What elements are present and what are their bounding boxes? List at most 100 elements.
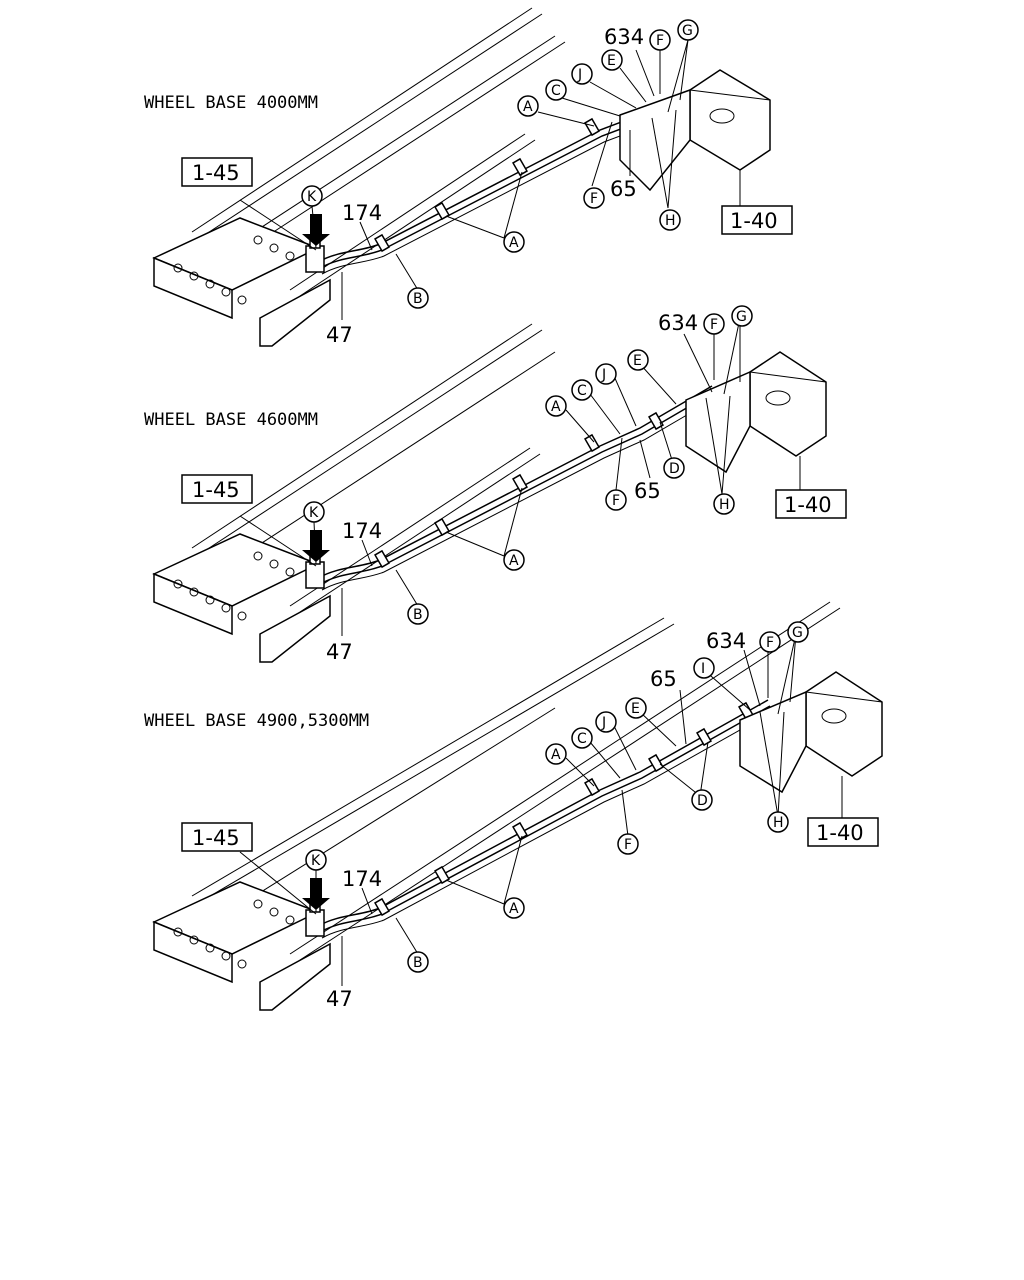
cross-member [152,881,331,1011]
part-634: 634 [706,629,746,653]
fuel-tank [685,351,827,474]
part-65: 65 [610,177,637,201]
svg-text:I: I [701,661,705,677]
svg-text:G: G [792,625,803,641]
callout-h: H [713,493,735,515]
leader-lines [239,39,741,320]
callout-j: J [595,363,617,385]
callout-a: A [545,395,567,417]
ref-box-1-40: 1-40 [730,209,778,233]
clamps [374,411,664,569]
svg-text:C: C [577,383,587,399]
ref-box-1-45: 1-45 [192,161,240,185]
svg-text:H: H [719,497,730,513]
callout-a: A [503,231,525,253]
svg-text:A: A [551,747,561,763]
callout-k: K [301,185,323,207]
callout-k: K [303,501,325,523]
part-174: 174 [342,201,382,225]
fuel-tank [739,671,883,794]
callout-d: D [663,457,685,479]
svg-text:D: D [697,793,708,809]
callout-c: C [545,79,567,101]
callout-a: A [517,95,539,117]
direction-arrow [302,530,330,562]
fuel-lines [317,699,773,939]
svg-text:J: J [601,715,606,731]
clamps [374,117,600,253]
callout-b: B [407,287,429,309]
callout-h: H [659,209,681,231]
callout-j: J [595,711,617,733]
fuel-tank [619,69,771,192]
svg-text:A: A [509,901,519,917]
cross-member [152,217,331,347]
leader-lines [239,633,843,986]
svg-text:F: F [766,635,774,651]
callout-f: F [605,489,627,511]
svg-text:F: F [590,191,598,207]
callout-g: G [731,305,753,327]
svg-text:E: E [633,353,642,369]
callout-b: B [407,951,429,973]
callout-a: A [545,743,567,765]
callout-c: C [571,379,593,401]
svg-text:B: B [413,291,423,307]
callout-a: A [503,897,525,919]
svg-text:A: A [509,235,519,251]
view-heading: WHEEL BASE 4900,5300MM [144,711,369,731]
part-47: 47 [326,323,353,347]
ref-box-1-45: 1-45 [192,478,240,502]
callout-f: F [703,313,725,335]
view-heading: WHEEL BASE 4000MM [144,93,318,113]
ref-box-1-40: 1-40 [784,493,832,517]
svg-text:D: D [669,461,680,477]
callout-c: C [571,727,593,749]
callout-f: F [617,833,639,855]
callout-g: G [677,19,699,41]
svg-text:C: C [551,83,561,99]
svg-text:C: C [577,731,587,747]
callout-f: F [583,187,605,209]
callout-e: E [625,697,647,719]
svg-text:J: J [601,367,606,383]
frame-rails [191,323,556,613]
direction-arrow [302,214,330,246]
svg-text:F: F [612,493,620,509]
svg-text:A: A [509,553,519,569]
svg-text:A: A [523,99,533,115]
callout-d: D [691,789,713,811]
callout-f: F [649,29,671,51]
svg-text:F: F [624,837,632,853]
callout-j: J [571,63,593,85]
svg-text:G: G [682,23,693,39]
callout-f: F [759,631,781,653]
svg-text:F: F [710,317,718,333]
svg-text:H: H [773,815,784,831]
cross-member [152,533,331,663]
part-47: 47 [326,640,353,664]
part-174: 174 [342,519,382,543]
fuel-lines [317,385,717,591]
svg-text:K: K [311,853,321,869]
part-634: 634 [658,311,698,335]
svg-text:E: E [631,701,640,717]
callout-k: K [305,849,327,871]
callout-i: I [693,657,715,679]
part-65: 65 [650,667,677,691]
svg-text:J: J [577,67,582,83]
frame-rails [191,601,841,961]
ref-box-1-40: 1-40 [816,821,864,845]
part-47: 47 [326,987,353,1011]
callout-e: E [627,349,649,371]
part-634: 634 [604,25,644,49]
view-wheelbase-4600: WHEEL BASE 4600MM [144,305,847,664]
view-wheelbase-4900-5300: WHEEL BASE 4900,5300MM [144,601,883,1011]
svg-text:H: H [665,213,676,229]
svg-text:B: B [413,607,423,623]
svg-text:B: B [413,955,423,971]
callout-h: H [767,811,789,833]
part-65: 65 [634,479,661,503]
callout-e: E [601,49,623,71]
svg-text:K: K [307,189,317,205]
